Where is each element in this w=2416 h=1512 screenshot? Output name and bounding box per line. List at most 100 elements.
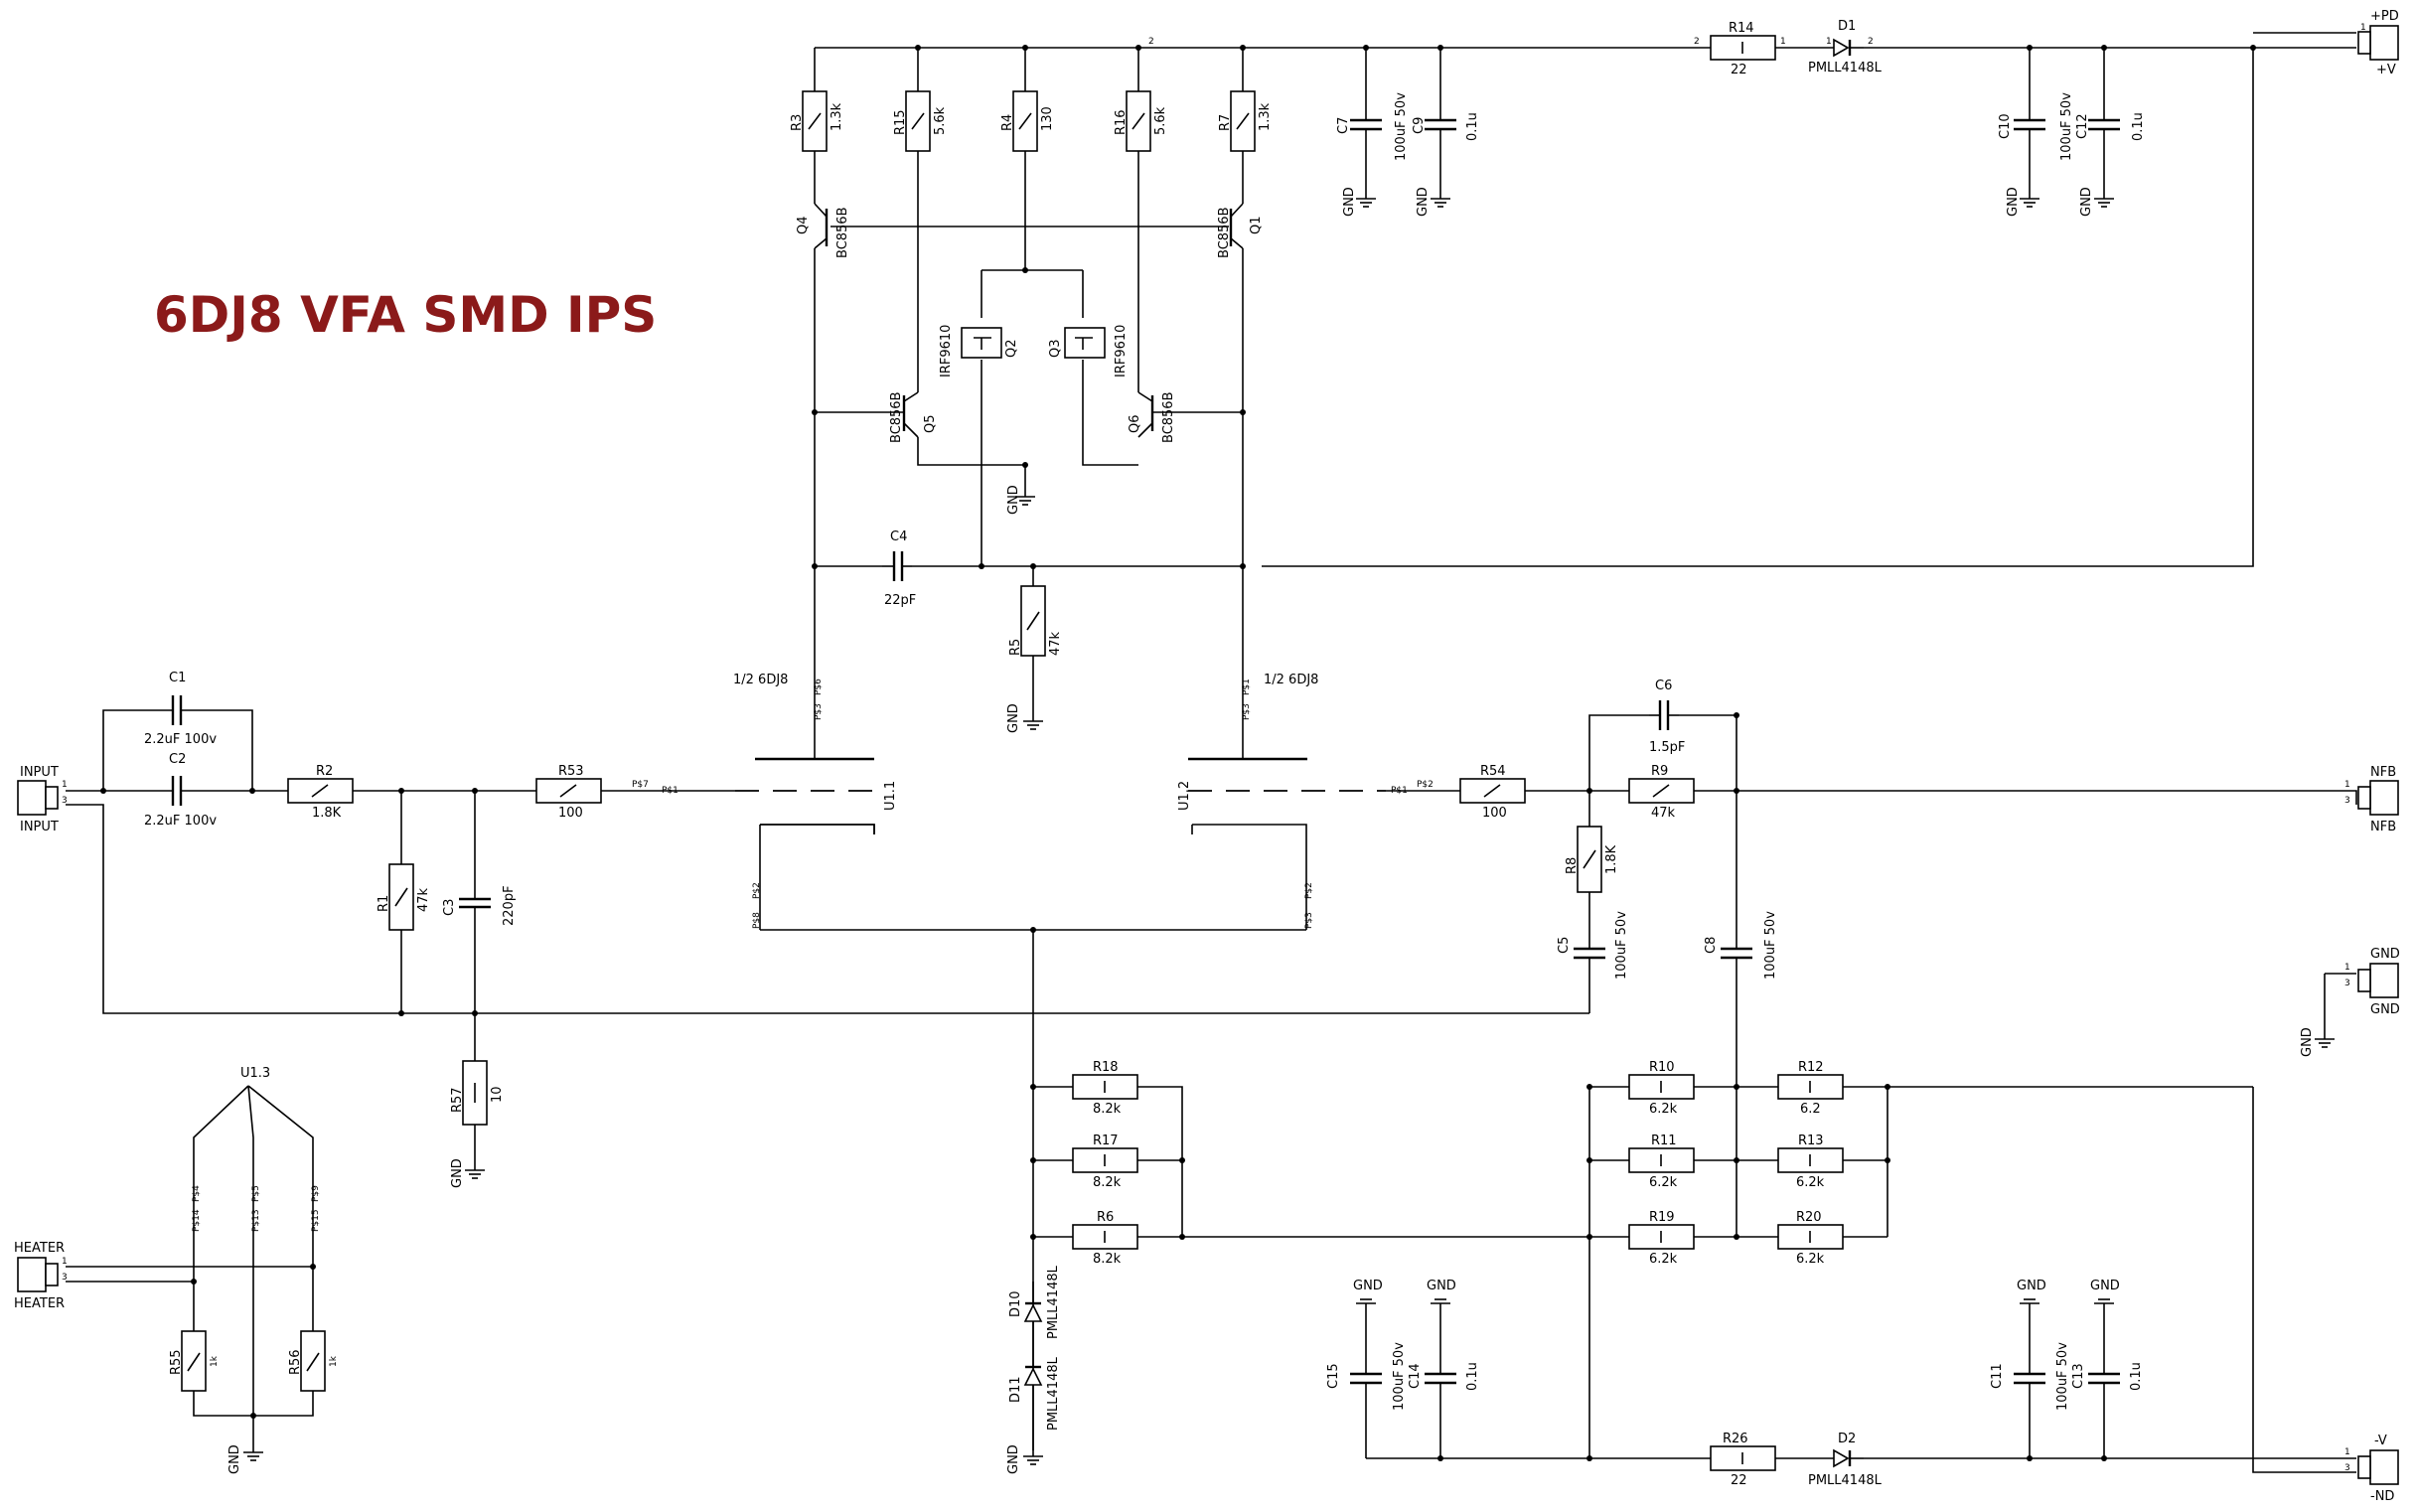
q6-type: BC856B — [1161, 392, 1176, 444]
svg-text:INPUT: INPUT — [20, 765, 59, 780]
svg-text:3: 3 — [62, 796, 68, 806]
c12-value: 0.1u — [2131, 112, 2146, 141]
r5-value: 47k — [1048, 631, 1063, 656]
svg-text:P$8: P$8 — [752, 912, 762, 929]
c11-value: 100uF 50v — [2055, 1342, 2070, 1411]
svg-text:3: 3 — [2344, 979, 2350, 988]
c5-value: 100uF 50v — [1614, 911, 1629, 980]
svg-text:3: 3 — [2344, 796, 2350, 806]
q1-type: BC856B — [1217, 208, 1232, 259]
svg-text:P$6: P$6 — [814, 679, 824, 695]
resistor-r8: R8 1.8K — [1565, 826, 1619, 893]
capacitor-c13: C13 0.1u — [2071, 1357, 2144, 1401]
svg-text:1: 1 — [62, 780, 68, 790]
c7-ref: C7 — [1336, 117, 1351, 134]
q2-type: IRF9610 — [939, 325, 954, 378]
svg-text:P$2: P$2 — [1417, 780, 1434, 790]
resistor-r17: R17 8.2k — [1072, 1134, 1138, 1190]
c5-ref: C5 — [1557, 937, 1572, 954]
transistor-q5: Q5 BC856B — [889, 391, 938, 443]
r4-value: 130 — [1040, 106, 1055, 131]
r3-value: 1.3k — [830, 102, 844, 131]
r17-ref: R17 — [1093, 1134, 1119, 1148]
q4-type: BC856B — [835, 208, 850, 259]
transistor-q2: IRF9610 Q2 — [939, 325, 1019, 378]
r54-value: 100 — [1482, 806, 1507, 821]
resistor-r57: R57 10 — [450, 1060, 505, 1126]
svg-text:P$1: P$1 — [1242, 679, 1252, 695]
capacitor-c12: C12 0.1u — [2075, 104, 2146, 144]
u1-3-ref: U1.3 — [240, 1066, 270, 1081]
resistor-r53: R53 100 — [535, 764, 602, 821]
r10-ref: R10 — [1649, 1060, 1675, 1075]
c6-value: 1.5pF — [1649, 740, 1685, 755]
svg-text:1: 1 — [62, 1257, 68, 1267]
d11-ref: D11 — [1008, 1376, 1023, 1403]
c11-ref: C11 — [1990, 1363, 2005, 1389]
r55-value: 1k — [210, 1355, 220, 1367]
svg-text:P$15: P$15 — [311, 1209, 321, 1232]
svg-text:NFB: NFB — [2370, 765, 2396, 780]
c15-ref: C15 — [1326, 1363, 1341, 1389]
resistor-r12: R12 6.2 — [1777, 1060, 1844, 1117]
svg-text:GND: GND — [1006, 703, 1021, 733]
capacitor-c11: C11 100uF 50v — [1990, 1342, 2070, 1411]
d2-ref: D2 — [1838, 1432, 1856, 1446]
svg-text:HEATER: HEATER — [14, 1241, 65, 1256]
svg-text:2: 2 — [1868, 37, 1874, 47]
tube-u1-3: U1.3 — [240, 1066, 270, 1081]
c4-value: 22pF — [884, 593, 916, 608]
r12-value: 6.2 — [1800, 1102, 1821, 1117]
r18-ref: R18 — [1093, 1060, 1119, 1075]
c14-value: 0.1u — [1465, 1362, 1480, 1391]
svg-text:P$3: P$3 — [1242, 703, 1252, 720]
svg-text:GND: GND — [2300, 1027, 2315, 1057]
c4-ref: C4 — [890, 529, 907, 544]
svg-text:GND: GND — [1342, 187, 1357, 217]
capacitor-c7: C7 100uF 50v — [1336, 92, 1409, 161]
svg-text:1: 1 — [2344, 1447, 2350, 1457]
r14-ref: R14 — [1729, 21, 1754, 36]
r2-ref: R2 — [316, 764, 333, 779]
resistor-r5: R5 47k — [1008, 585, 1063, 657]
q4-ref: Q4 — [796, 216, 811, 234]
r8-ref: R8 — [1565, 857, 1580, 874]
r13-value: 6.2k — [1796, 1175, 1825, 1190]
r12-ref: R12 — [1798, 1060, 1824, 1075]
r7-ref: R7 — [1218, 114, 1233, 131]
c13-ref: C13 — [2071, 1363, 2086, 1389]
tube-u1-1: U1.1 1/2 6DJ8 — [733, 673, 898, 834]
q6-ref: Q6 — [1128, 414, 1142, 433]
r56-ref: R56 — [288, 1349, 303, 1375]
svg-text:GND: GND — [227, 1444, 242, 1474]
c3-ref: C3 — [442, 899, 457, 916]
capacitor-c2: C2 2.2uF 100v — [144, 752, 217, 829]
diagram-title: 6DJ8 VFA SMD IPS — [154, 286, 657, 344]
resistor-r7: R7 1.3k — [1218, 90, 1273, 152]
u1-1-ref: U1.1 — [883, 781, 898, 811]
svg-text:1: 1 — [2360, 23, 2366, 33]
transistor-q6: Q6 BC856B — [1128, 391, 1176, 444]
r20-ref: R20 — [1796, 1210, 1822, 1225]
resistor-r13: R13 6.2k — [1777, 1134, 1844, 1190]
r15-value: 5.6k — [933, 106, 948, 135]
d10-type: PMLL4148L — [1046, 1265, 1061, 1339]
c1-ref: C1 — [169, 671, 186, 685]
svg-text:P$1: P$1 — [662, 786, 679, 796]
capacitor-c4: C4 22pF — [882, 529, 916, 608]
r6-value: 8.2k — [1093, 1252, 1122, 1267]
d2-type: PMLL4148L — [1808, 1473, 1883, 1488]
c10-ref: C10 — [1998, 113, 2013, 139]
resistor-r1: R1 47k — [377, 863, 431, 931]
diode-d11: D11 PMLL4148L — [1008, 1356, 1061, 1431]
c13-value: 0.1u — [2129, 1362, 2144, 1391]
r14-value: 22 — [1731, 63, 1747, 77]
r20-value: 6.2k — [1796, 1252, 1825, 1267]
pin-labels: P$3 P$6 P$3 P$1 P$7 P$1 P$1 P$2 P$8 P$2 … — [62, 23, 2366, 1473]
connector-input: INPUT INPUT — [17, 765, 59, 834]
svg-text:GND: GND — [2079, 187, 2094, 217]
d1-type: PMLL4148L — [1808, 61, 1883, 76]
q3-ref: Q3 — [1048, 339, 1063, 358]
r56-value: 1k — [329, 1355, 339, 1367]
resistor-r6: R6 8.2k — [1072, 1210, 1138, 1267]
